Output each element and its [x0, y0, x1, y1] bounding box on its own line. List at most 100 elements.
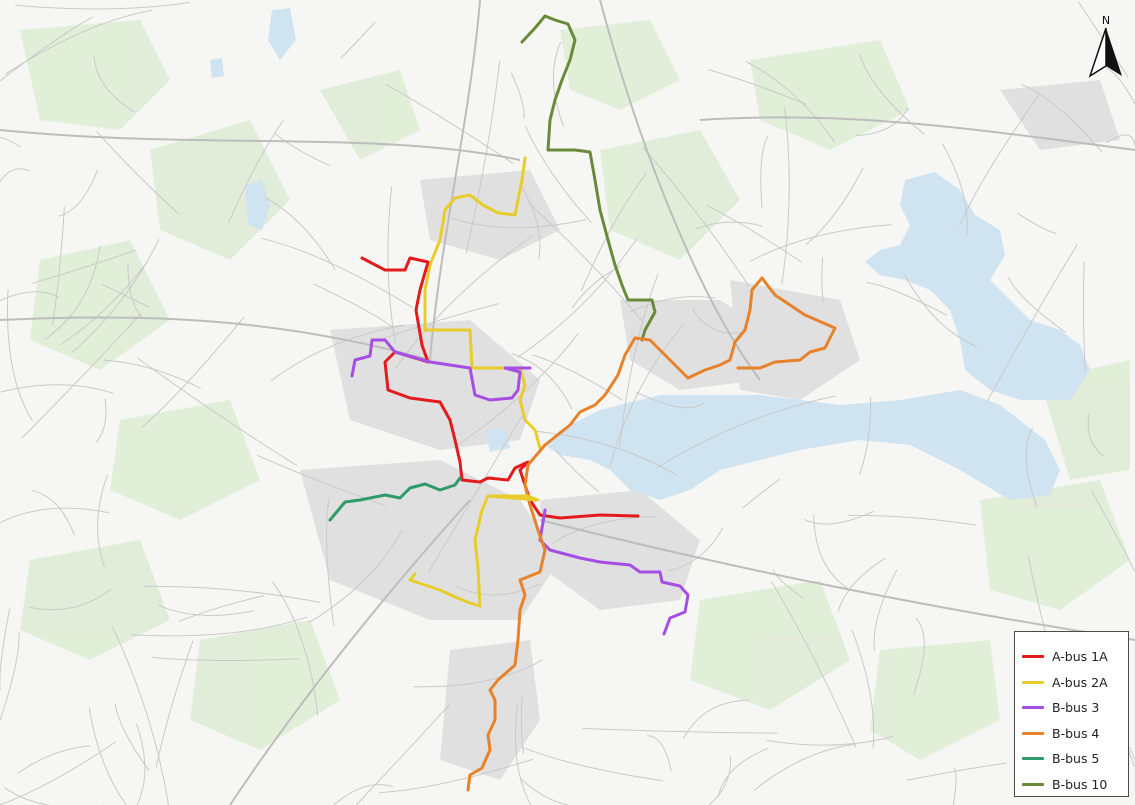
road — [29, 588, 112, 611]
north-arrow: N — [1088, 14, 1124, 80]
road — [158, 604, 255, 616]
road — [628, 296, 716, 313]
green-areas — [20, 20, 1130, 760]
road — [0, 16, 94, 82]
road — [7, 289, 33, 422]
road — [355, 703, 451, 805]
road — [708, 69, 807, 106]
road — [59, 261, 148, 346]
road — [270, 324, 405, 382]
road — [274, 133, 331, 167]
road — [706, 204, 802, 263]
road — [413, 659, 543, 688]
road — [0, 507, 109, 524]
road — [266, 197, 336, 271]
road — [1025, 427, 1038, 508]
road — [873, 569, 898, 652]
road — [619, 273, 659, 448]
road — [465, 60, 501, 254]
road — [1087, 414, 1105, 458]
road — [0, 291, 59, 301]
road — [151, 656, 299, 662]
road — [534, 430, 677, 476]
road — [379, 758, 534, 794]
road — [773, 569, 805, 600]
road — [142, 316, 245, 428]
road — [0, 168, 31, 182]
road — [551, 516, 658, 544]
road — [130, 616, 308, 637]
water-bodies — [210, 8, 1090, 500]
road — [510, 72, 525, 119]
road — [941, 143, 968, 236]
road — [745, 61, 836, 143]
route-b-bus-10[interactable] — [520, 14, 657, 342]
legend-swatch — [1022, 680, 1044, 684]
road — [855, 107, 909, 137]
road — [95, 398, 107, 443]
road — [708, 755, 732, 805]
route-b-bus-3-south[interactable] — [538, 508, 690, 636]
route-b-bus-3[interactable] — [350, 338, 532, 402]
road — [326, 498, 335, 626]
road — [904, 274, 978, 348]
road — [753, 743, 856, 792]
road — [394, 234, 534, 369]
legend-item: B-bus 10 — [1022, 772, 1122, 798]
legend-swatch — [1022, 757, 1044, 761]
road — [427, 415, 523, 573]
road — [1016, 212, 1057, 234]
route-b-bus-4[interactable] — [466, 276, 837, 792]
road — [581, 173, 647, 291]
road — [228, 119, 284, 223]
legend-swatch — [1022, 782, 1044, 786]
road — [666, 526, 724, 572]
legend-label: B-bus 5 — [1052, 751, 1100, 767]
road — [848, 514, 977, 526]
road — [1021, 83, 1103, 153]
road — [642, 147, 750, 287]
road — [647, 735, 672, 772]
road — [760, 135, 769, 208]
road — [333, 784, 394, 805]
road — [717, 747, 769, 797]
road — [71, 238, 160, 353]
road — [3, 787, 104, 805]
road — [178, 595, 265, 622]
road — [31, 489, 75, 536]
road — [771, 581, 857, 748]
road — [101, 283, 150, 308]
route-a-bus-1a[interactable] — [360, 256, 640, 520]
road — [521, 746, 664, 782]
road — [1091, 490, 1135, 572]
road — [144, 585, 320, 603]
road — [17, 745, 91, 774]
road — [21, 313, 141, 439]
road — [0, 137, 21, 148]
road — [112, 626, 169, 805]
legend-item: B-bus 4 — [1022, 721, 1122, 747]
road — [635, 391, 704, 409]
route-a-bus-2a[interactable] — [423, 156, 542, 450]
road — [1007, 277, 1066, 333]
road — [524, 125, 592, 224]
route-a-bus-2a-south[interactable] — [408, 494, 540, 608]
road — [695, 221, 763, 230]
road — [527, 201, 643, 322]
bus-routes — [328, 14, 837, 792]
road — [520, 184, 541, 260]
road — [959, 94, 1040, 226]
road — [15, 1, 190, 10]
road — [912, 617, 925, 695]
road — [136, 723, 146, 805]
road — [136, 357, 298, 467]
road — [952, 767, 957, 805]
road — [0, 608, 11, 691]
road — [96, 130, 180, 215]
road — [517, 237, 638, 359]
road — [851, 629, 875, 749]
route-b-bus-5[interactable] — [328, 476, 462, 522]
road — [556, 451, 600, 493]
